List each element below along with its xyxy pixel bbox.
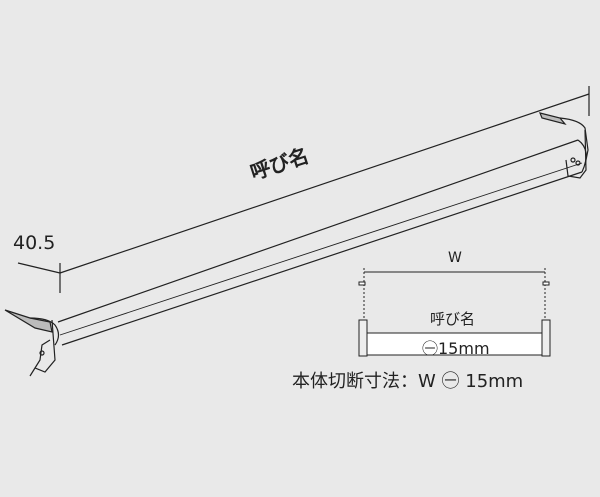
deduction-label: ㊀15mm xyxy=(422,339,490,358)
cut-detail xyxy=(358,268,551,357)
detail-name-label: 呼び名 xyxy=(430,310,476,328)
rod-bottom-edge xyxy=(61,171,583,346)
rod-top-edge xyxy=(57,139,579,323)
left-bracket xyxy=(4,309,60,377)
dimension-leader xyxy=(17,262,61,274)
right-bracket xyxy=(539,112,589,179)
cut-size-text: 本体切断寸法：W ㊀ 15mm xyxy=(292,371,524,392)
height-dimension: 40.5 xyxy=(13,232,56,254)
dimension-line xyxy=(59,93,590,274)
width-label: W xyxy=(448,250,462,266)
rod-section xyxy=(366,332,543,356)
